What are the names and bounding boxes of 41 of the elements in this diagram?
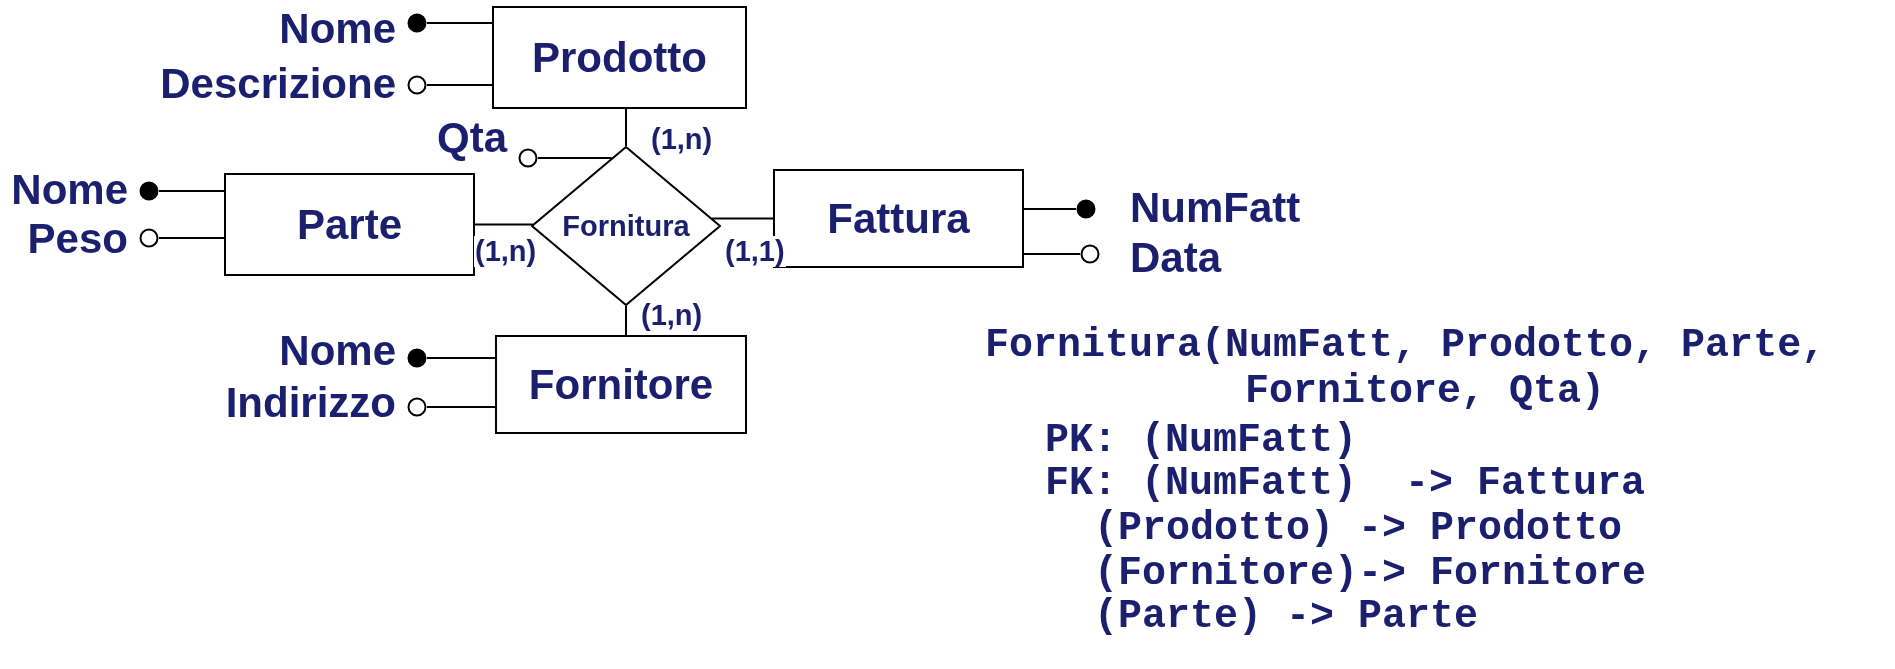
schema-text: PK: (NumFatt) (1045, 421, 1358, 461)
entity-name: Prodotto (532, 33, 707, 82)
entity-name: Fornitore (528, 360, 714, 409)
attribute-name: Descrizione (160, 63, 396, 105)
entity-box (492, 6, 747, 109)
entity-name: Fattura (827, 194, 970, 243)
connector-line (537, 157, 613, 159)
entity-box (224, 173, 475, 276)
cardinality-label: (1,n) (650, 124, 714, 155)
connector-line (1023, 208, 1077, 210)
connector-line (158, 190, 225, 192)
entity-box (495, 335, 747, 434)
connector-line (711, 217, 774, 220)
schema-text: (Prodotto) -> Prodotto (1094, 509, 1623, 549)
attribute-name: Nome (279, 8, 396, 50)
attribute-name: Nome (11, 169, 128, 211)
cardinality-label: (1,1) (724, 236, 786, 267)
entity-name: Parte (296, 200, 403, 249)
schema-text: (Fornitore)-> Fornitore (1094, 554, 1647, 594)
connector-line (426, 84, 493, 86)
connector-line (625, 108, 627, 147)
connector-line (474, 223, 534, 226)
connector-line (426, 357, 496, 359)
schema-text: FK: (NumFatt) -> Fattura (1045, 464, 1646, 504)
schema-text: Fornitore, Qta) (1245, 372, 1606, 412)
cardinality-label: (1,n) (474, 236, 538, 267)
attribute-name: Indirizzo (225, 382, 396, 424)
attribute-name: Peso (27, 218, 128, 260)
attribute-name: NumFatt (1130, 187, 1301, 229)
connector-line (426, 22, 493, 24)
schema-text: (Parte) -> Parte (1094, 597, 1479, 637)
connector-line (426, 406, 496, 408)
connector-line (625, 305, 627, 336)
connector-line (158, 237, 225, 239)
attribute-name: Qta (437, 117, 507, 159)
relationship-name: Fornitura (562, 209, 690, 243)
attribute-name: Nome (279, 330, 396, 372)
connector-line (1023, 253, 1081, 255)
schema-text: Fornitura(NumFatt, Prodotto, Parte, (985, 326, 1826, 366)
cardinality-label: (1,n) (640, 300, 704, 331)
attribute-name: Data (1130, 237, 1222, 279)
